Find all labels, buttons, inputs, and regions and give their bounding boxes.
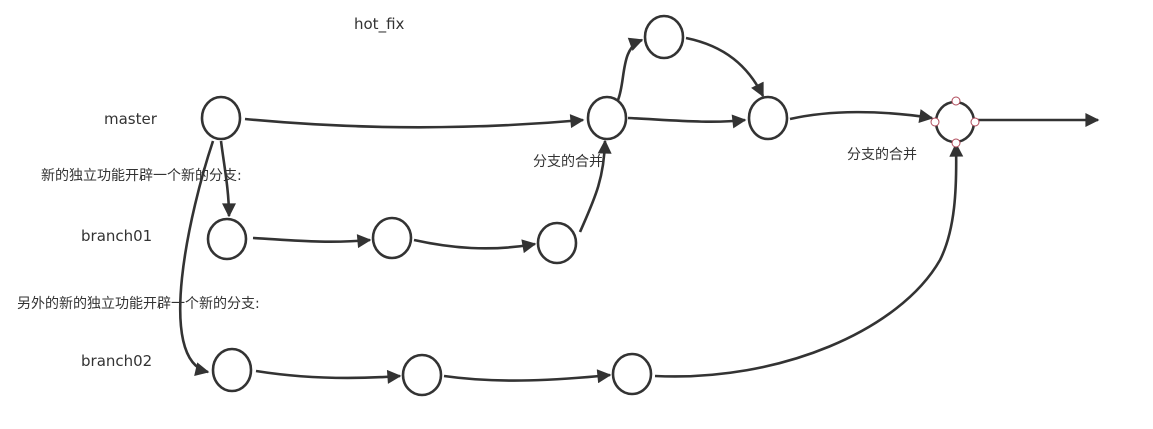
node-merge2[interactable] [934, 100, 976, 144]
node-branch02-3[interactable] [611, 352, 653, 396]
edge-b02-3-to-merge2 [654, 142, 964, 378]
note-new-branch: 新的独立功能开辟一个新的分支: [41, 168, 242, 184]
node-hotfix[interactable] [643, 14, 685, 60]
edge-hotfix-to-master2 [685, 36, 765, 98]
note-other-branch: 另外的新的独立功能开辟一个新的分支: [17, 296, 260, 312]
edge-b02-1-to-2 [255, 369, 402, 384]
label-branch02: branch02 [81, 352, 152, 370]
merge2-handle-left[interactable] [930, 117, 940, 127]
label-master: master [104, 110, 158, 128]
node-branch02-1[interactable] [211, 347, 253, 393]
edge-master-to-merge1 [244, 114, 585, 129]
edge-b02-2-to-3 [443, 369, 612, 384]
node-branch01-2[interactable] [371, 216, 413, 260]
edge-master-to-branch01 [219, 140, 236, 218]
merge2-handle-top[interactable] [951, 96, 961, 106]
edge-b01-3-to-merge1 [578, 139, 612, 233]
edge-b01-1-to-2 [252, 234, 372, 249]
label-branch01: branch01 [81, 227, 152, 245]
node-branch02-2[interactable] [401, 353, 443, 397]
node-master-2[interactable] [747, 95, 789, 141]
label-merge-1: 分支的合并 [533, 154, 603, 170]
merge2-handle-right[interactable] [970, 117, 980, 127]
edge-master-to-branch02 [179, 140, 215, 377]
node-branch01-1[interactable] [206, 217, 248, 261]
node-merge1[interactable] [586, 95, 628, 141]
merge2-handle-bottom[interactable] [951, 138, 961, 148]
edge-master2-to-merge2 [789, 109, 934, 124]
label-merge-2: 分支的合并 [847, 147, 917, 163]
node-master-start[interactable] [200, 95, 242, 141]
node-branch01-3[interactable] [536, 221, 578, 265]
edge-merge1-to-master2 [627, 114, 747, 129]
label-hotfix: hot_fix [354, 15, 405, 34]
edge-b01-2-to-3 [413, 238, 537, 254]
edge-merge1-to-hotfix [616, 37, 644, 101]
